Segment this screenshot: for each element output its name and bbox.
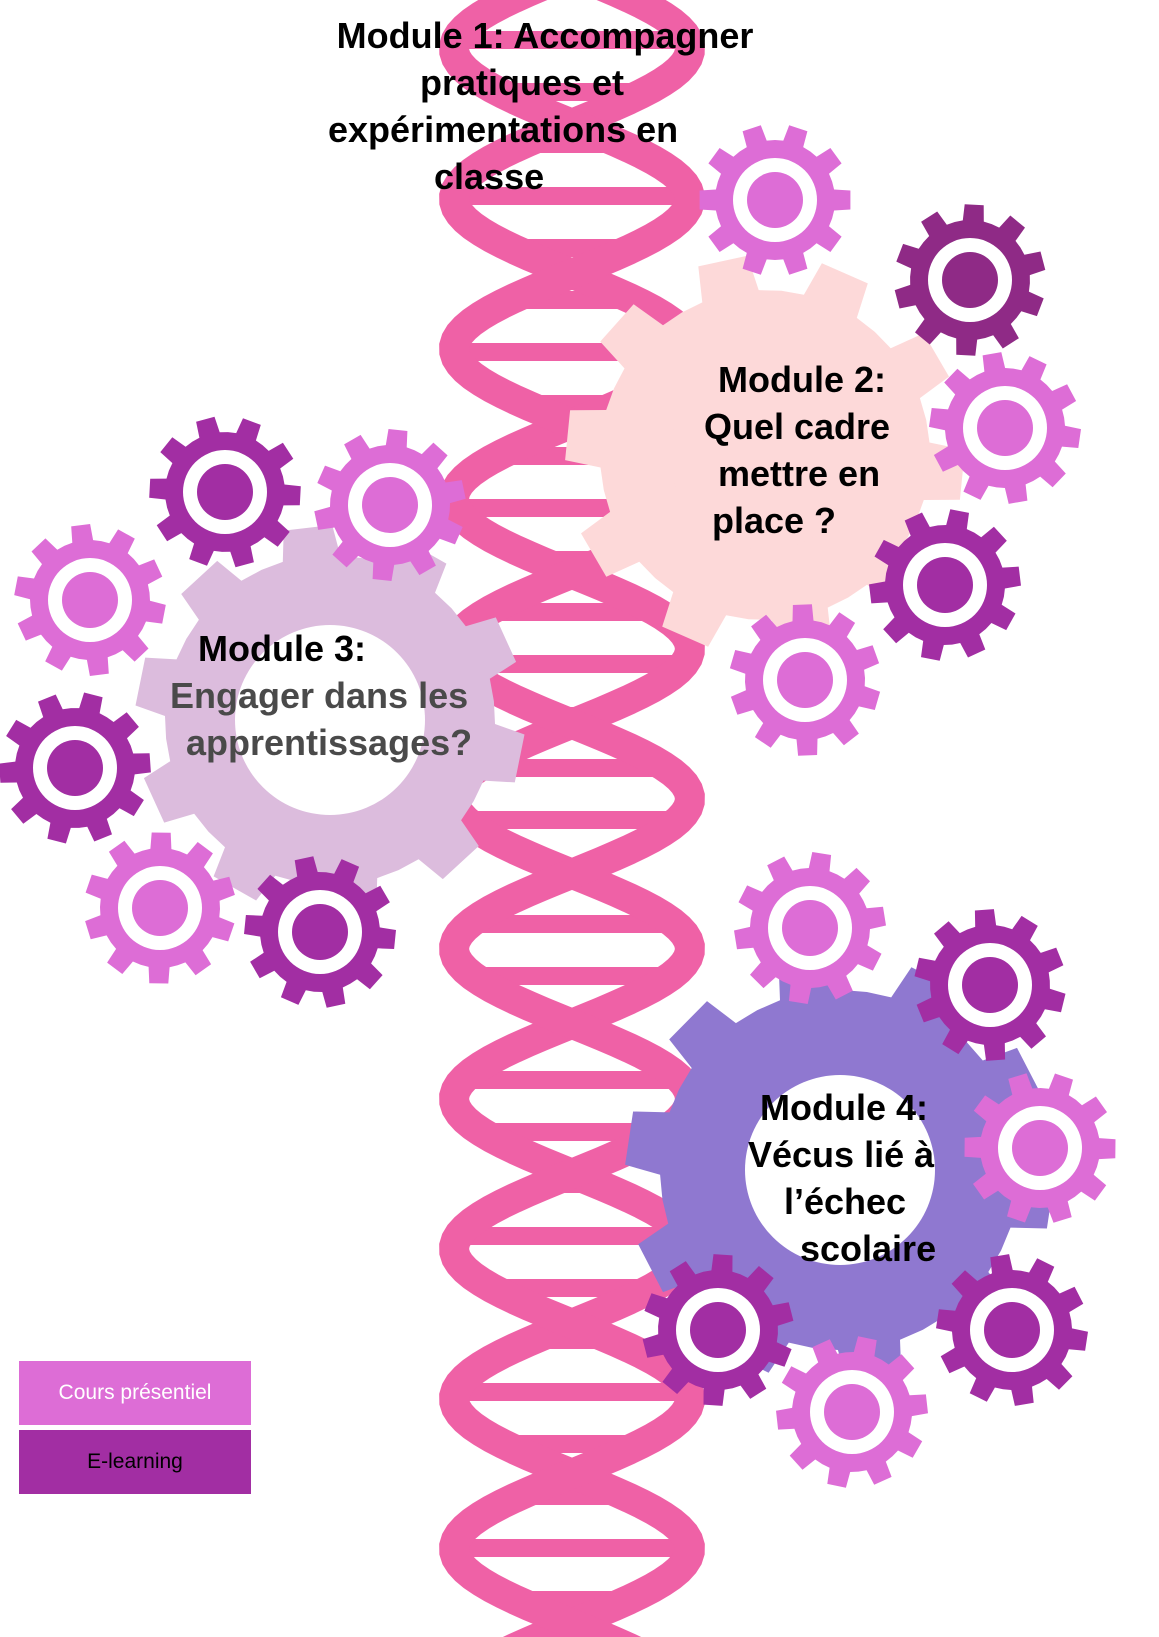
module-3-gear-icon-hole — [235, 625, 425, 815]
small-gear-icon-hub — [962, 957, 1018, 1013]
helix-rung — [460, 1539, 684, 1557]
module-2-label: Module 2: Quel cadre mettre en place ? — [690, 356, 920, 544]
module-3-gear-icon — [135, 525, 525, 915]
helix-rung — [460, 187, 684, 205]
small-gear-icon-hub — [824, 1384, 880, 1440]
legend-presentiel-label: Cours présentiel — [58, 1381, 212, 1404]
small-gear-icon-hub — [782, 900, 838, 956]
helix-rung — [465, 655, 679, 673]
small-gear-icon-hub — [47, 740, 103, 796]
small-gear-icon — [929, 352, 1081, 504]
small-gear-icon — [869, 509, 1021, 661]
small-gear-icon — [0, 692, 151, 844]
module-1-line: Module 1: Accompagner — [336, 15, 754, 56]
helix-rung — [461, 31, 683, 49]
legend-presentiel: Cours présentiel — [19, 1361, 251, 1425]
module-1-label: Module 1: Accompagner pratiques et expér… — [300, 12, 790, 200]
dna-helix-icon — [439, 0, 705, 1637]
module-3-label: Module 3: Engager dans les apprentissage… — [170, 625, 510, 766]
small-gear-icon — [914, 909, 1066, 1061]
module-4-label: Module 4: Vécus lié à l’échec scolaire — [748, 1084, 958, 1272]
small-gear-icon-hub — [362, 477, 418, 533]
module-2-line: place ? — [712, 500, 837, 541]
small-gear-icon — [642, 1254, 794, 1406]
small-gear-icon — [699, 125, 851, 275]
helix-strand — [439, 0, 705, 1637]
small-gear-icon-hub — [132, 880, 188, 936]
module-2-line: mettre en — [718, 453, 881, 494]
module-2-gear-center — [670, 360, 860, 550]
small-gear-icon-hub — [942, 252, 998, 308]
helix-rung — [461, 1383, 683, 1401]
helix-rung — [468, 1071, 676, 1089]
helix-rung — [471, 811, 673, 829]
module-4-line: scolaire — [800, 1228, 937, 1269]
small-gear-icon-hub — [984, 1302, 1040, 1358]
helix-rung — [464, 1227, 680, 1245]
module-3-line: Engager dans les — [170, 675, 469, 716]
module-3-line: apprentissages? — [186, 722, 473, 763]
module-1-line: classe — [434, 156, 545, 197]
small-gear-icon — [894, 204, 1046, 356]
small-gear-icon-hub — [690, 1302, 746, 1358]
small-gear-icon-hub — [1012, 1120, 1068, 1176]
small-gear-icon-hub — [777, 652, 833, 708]
small-gear-icon — [314, 429, 466, 581]
module-4-gear-icon-hole — [745, 1075, 935, 1265]
module-2-line: Module 2: — [718, 359, 886, 400]
small-gear-icon — [776, 1336, 928, 1488]
small-gear-icon — [734, 852, 886, 1004]
legend-elearning: E-learning — [19, 1430, 251, 1494]
helix-rung — [475, 915, 669, 933]
module-4-line: Module 4: — [760, 1087, 928, 1128]
small-gear-icon-hub — [747, 172, 803, 228]
module-2-line: Quel cadre — [704, 406, 891, 447]
small-gear-icon — [729, 604, 881, 756]
small-gear-icon-hub — [197, 464, 253, 520]
module-1-line: expérimentations en — [328, 109, 679, 150]
small-gear-icon — [936, 1254, 1088, 1406]
module-4-line: l’échec — [784, 1181, 907, 1222]
helix-rung — [483, 759, 661, 777]
small-gear-icon-hub — [917, 557, 973, 613]
helix-rung — [487, 1123, 657, 1141]
legend-elearning-label: E-learning — [87, 1450, 183, 1473]
helix-rung — [478, 967, 666, 985]
small-gear-icon-hub — [62, 572, 118, 628]
small-gear-icon — [964, 1073, 1116, 1223]
small-gear-icon-hub — [977, 400, 1033, 456]
module-1-line: pratiques et — [420, 62, 625, 103]
small-gear-icon — [85, 832, 235, 984]
small-gear-icon — [14, 524, 166, 676]
small-gear-icon — [149, 416, 301, 568]
helix-rung — [493, 603, 651, 621]
small-gear-icon — [244, 856, 396, 1008]
module-3-title: Module 3: — [198, 628, 366, 669]
module-4-line: Vécus lié à — [748, 1134, 935, 1175]
small-gear-icon-hub — [292, 904, 348, 960]
